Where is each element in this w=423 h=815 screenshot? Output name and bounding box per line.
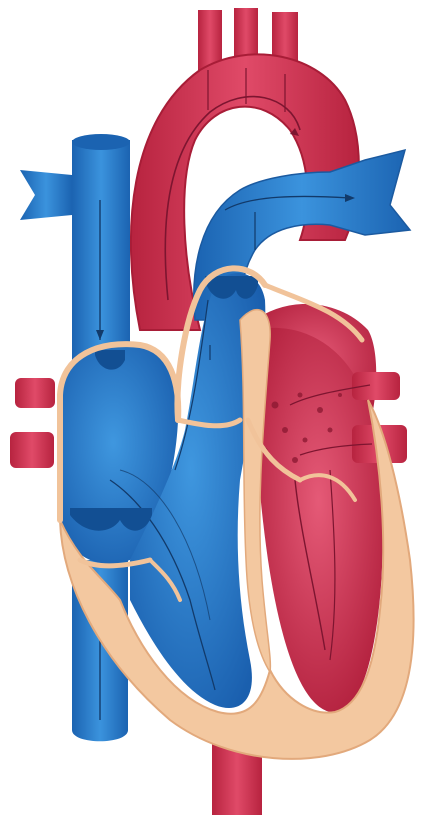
pulmonary-artery-left-branch <box>20 170 72 220</box>
superior-vena-cava <box>72 140 130 360</box>
